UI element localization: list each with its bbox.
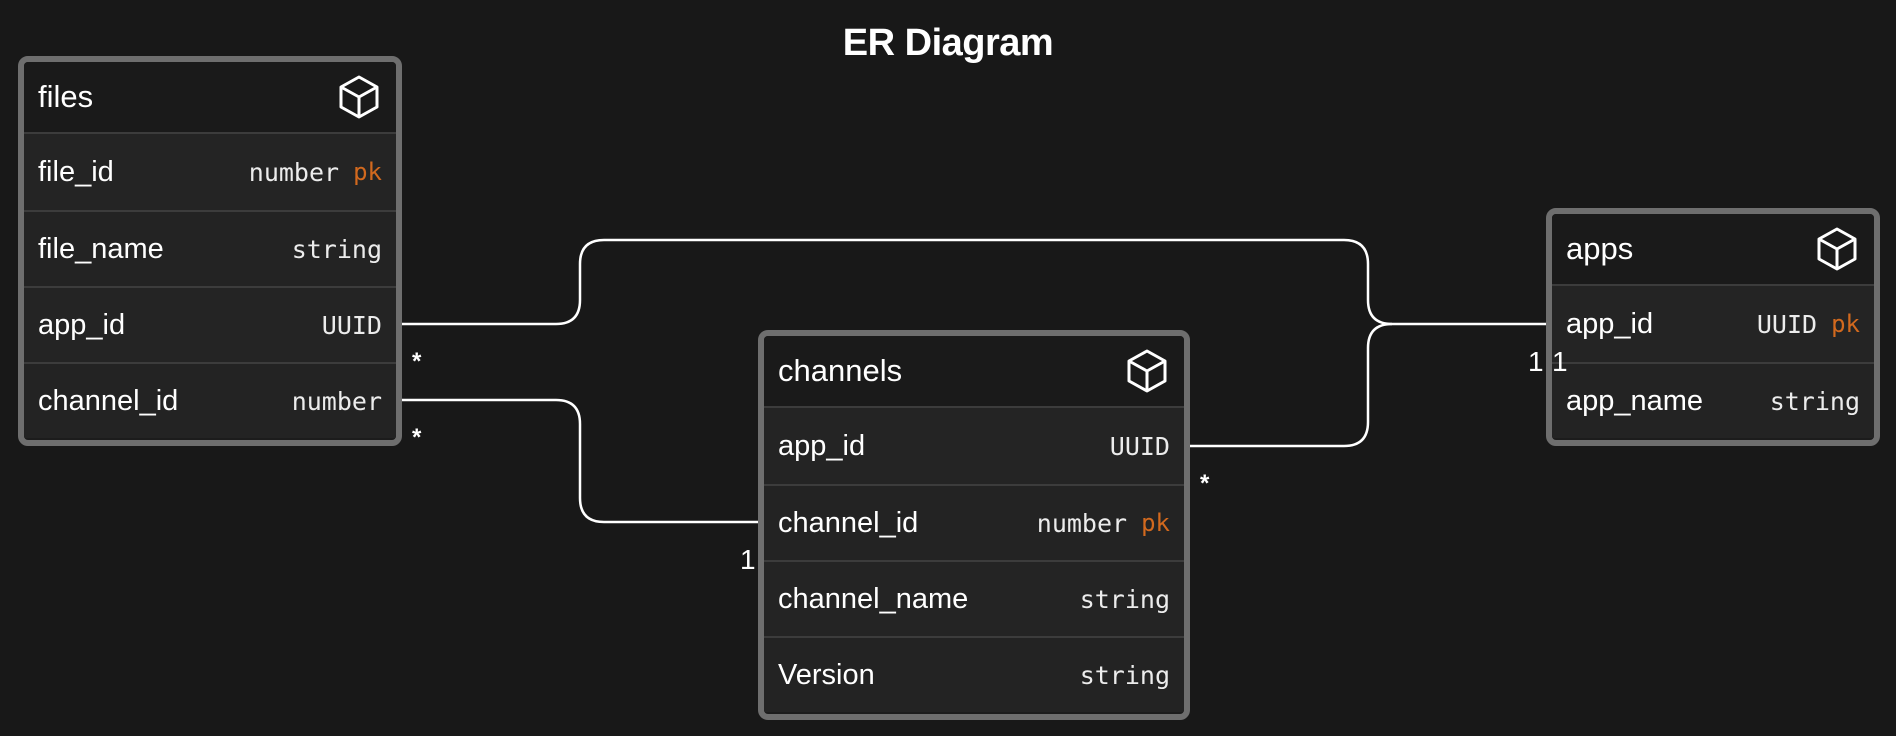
field-type: string <box>1079 660 1170 690</box>
field-row: channel_id number pk <box>764 484 1184 560</box>
entity-header: apps <box>1552 214 1874 286</box>
field-name: app_id <box>778 429 866 462</box>
entity-channels[interactable]: channels app_id UUID channel_id number pk… <box>758 330 1190 720</box>
relationship-files-apps <box>394 238 1556 326</box>
pk-badge: pk <box>1141 509 1170 537</box>
field-type: number <box>248 157 340 187</box>
cube-icon <box>1127 349 1167 393</box>
field-row: app_id UUID pk <box>1552 286 1874 362</box>
field-row: channel_name string <box>764 560 1184 636</box>
field-type: UUID <box>1109 431 1170 461</box>
field-name: file_name <box>38 232 164 265</box>
field-row: file_name string <box>24 210 396 286</box>
field-name: app_name <box>1566 384 1704 417</box>
field-name: app_id <box>1566 307 1654 340</box>
field-type: string <box>1079 584 1170 614</box>
entity-header: channels <box>764 336 1184 408</box>
cardinality-label: 1 <box>1528 346 1544 377</box>
relationship-files-channels <box>394 398 770 524</box>
entity-apps[interactable]: apps app_id UUID pk app_name string <box>1546 208 1880 446</box>
pk-badge: pk <box>1831 310 1860 338</box>
cardinality-label: * <box>412 348 422 375</box>
field-row: channel_id number <box>24 362 396 438</box>
cardinality-label: * <box>412 424 422 451</box>
cardinality-label: * <box>1200 470 1210 497</box>
field-type: number <box>291 386 382 416</box>
field-row: app_id UUID <box>24 286 396 362</box>
pk-badge: pk <box>353 158 382 186</box>
field-row: file_id number pk <box>24 134 396 210</box>
field-type: number <box>1036 508 1128 538</box>
field-name: channel_id <box>778 506 919 539</box>
field-type: UUID <box>1756 309 1818 339</box>
field-row: app_id UUID <box>764 408 1184 484</box>
cardinality-label: 1 <box>1552 346 1568 377</box>
cardinality-label: 1 <box>740 544 756 575</box>
entity-name: files <box>38 79 94 114</box>
cube-icon <box>339 75 379 119</box>
field-name: Version <box>778 658 875 691</box>
entity-name: channels <box>778 353 903 388</box>
entity-header: files <box>24 62 396 134</box>
field-type: UUID <box>321 310 382 340</box>
field-name: channel_id <box>38 384 179 417</box>
field-name: file_id <box>38 155 114 188</box>
field-type: string <box>291 234 382 264</box>
field-row: Version string <box>764 636 1184 712</box>
entity-name: apps <box>1566 231 1634 266</box>
cube-icon <box>1817 227 1857 271</box>
field-type: string <box>1769 386 1860 416</box>
field-name: channel_name <box>778 582 969 615</box>
relationship-channels-apps <box>1180 322 1393 448</box>
field-name: app_id <box>38 308 126 341</box>
field-row: app_name string <box>1552 362 1874 438</box>
diagram-title: ER Diagram <box>842 22 1054 64</box>
